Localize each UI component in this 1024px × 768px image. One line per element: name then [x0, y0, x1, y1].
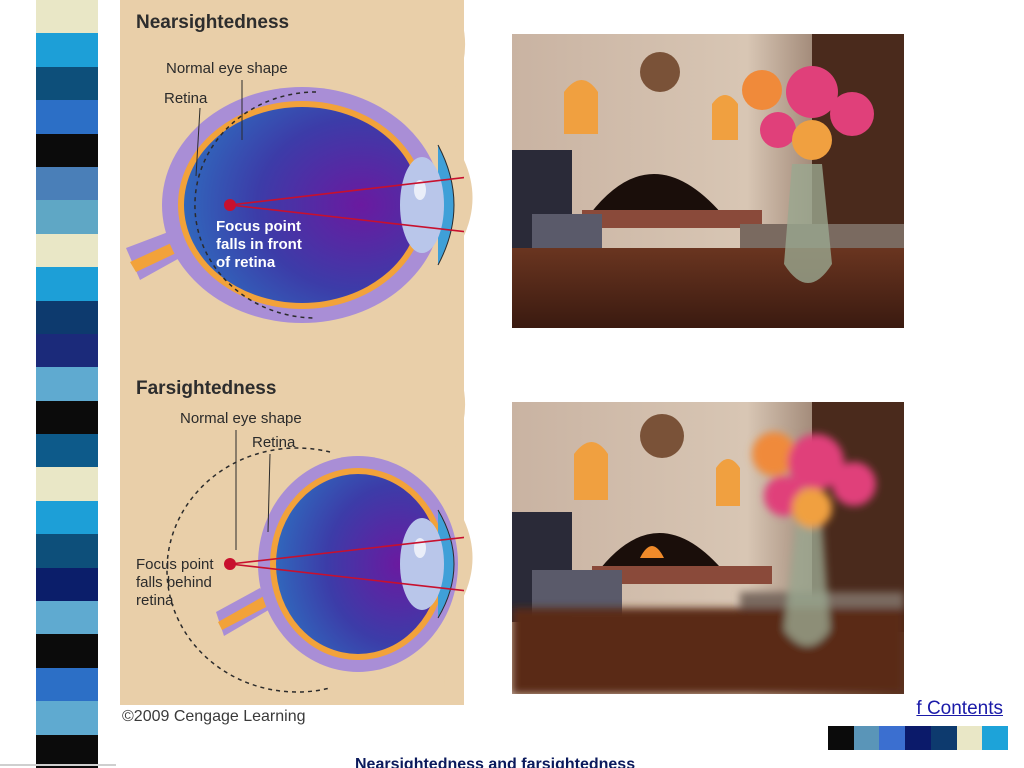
strip-block [36, 33, 98, 67]
strip-block [36, 667, 98, 702]
strip-block [36, 467, 98, 501]
figure-panel: Nearsightedness Normal eye shape Retina [120, 0, 473, 705]
near-normal-eye-shape-label: Normal eye shape [166, 60, 288, 77]
farsighted-room-photo [512, 402, 904, 694]
strip-block [36, 300, 98, 334]
strip-block [36, 0, 98, 34]
slide-caption: Nearsightedness and farsightedness [355, 756, 636, 768]
far-retina-label: Retina [252, 434, 296, 451]
strip-block [36, 66, 98, 101]
nearsighted-room-photo [512, 34, 904, 328]
far-focus-note: Focus point falls behind retina [136, 556, 214, 609]
strip-block [36, 200, 98, 234]
near-retina-label: Retina [164, 90, 208, 107]
far-normal-eye-shape-label: Normal eye shape [180, 410, 302, 427]
strip-block [36, 634, 98, 668]
nearsightedness-title: Nearsightedness [136, 12, 290, 33]
table-of-contents-link[interactable]: f Contents [916, 698, 1003, 720]
strip-block [36, 534, 98, 568]
color-square [982, 726, 1009, 750]
nearsighted-eye-diagram [126, 80, 464, 323]
strip-block [36, 166, 98, 201]
color-squares-row [828, 726, 1009, 750]
farsightedness-title: Farsightedness [136, 378, 277, 399]
strip-block [36, 367, 98, 401]
strip-block [36, 267, 98, 301]
color-square [853, 726, 880, 750]
decorative-side-strip [36, 0, 98, 768]
strip-block [36, 400, 98, 435]
strip-block [36, 601, 98, 635]
strip-block [36, 100, 98, 134]
strip-block [36, 233, 98, 268]
strip-block [36, 734, 98, 768]
copyright-text: ©2009 Cengage Learning [122, 708, 306, 725]
near-focus-note: Focus point falls in front of retina [216, 218, 302, 271]
color-square [905, 726, 931, 750]
strip-block [36, 133, 98, 167]
color-square [828, 726, 854, 750]
strip-block [36, 333, 98, 368]
color-square [879, 726, 906, 750]
color-square [956, 726, 983, 750]
farsighted-eye-diagram [166, 430, 464, 693]
color-square [930, 726, 957, 750]
panel-scallop-edge [444, 0, 473, 705]
strip-block [36, 500, 98, 535]
strip-block [36, 701, 98, 735]
side-underline [0, 764, 116, 766]
strip-block [36, 567, 98, 602]
strip-block [36, 434, 98, 468]
